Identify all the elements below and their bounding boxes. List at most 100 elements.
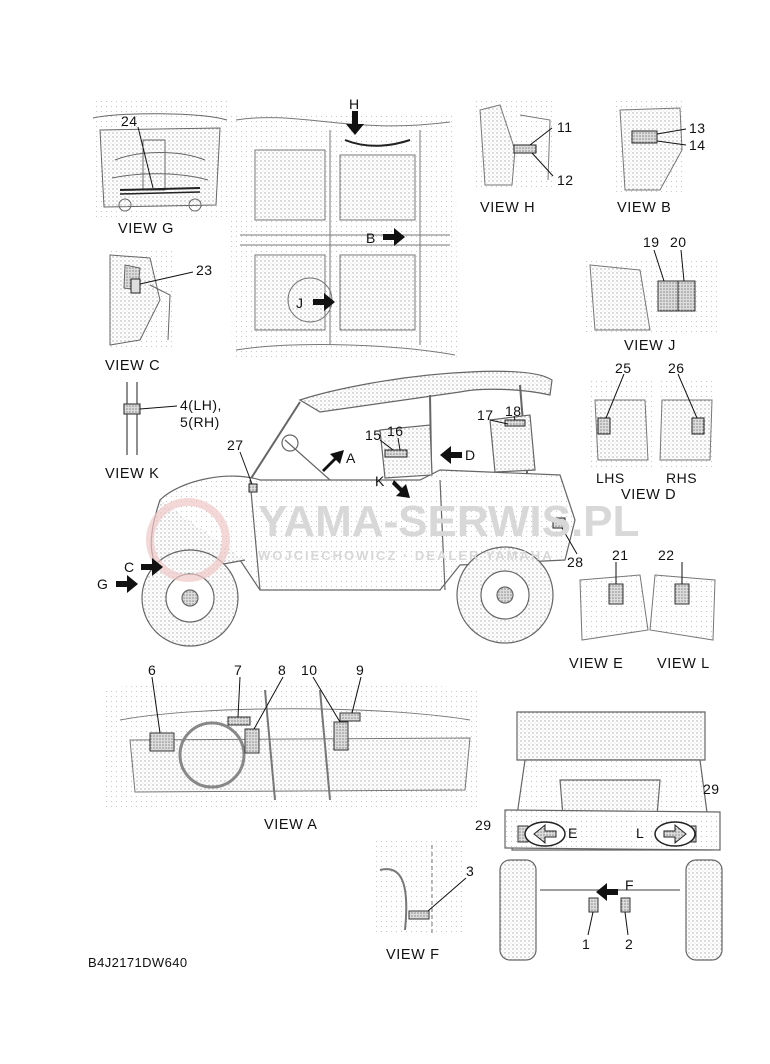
arrow-k	[392, 480, 410, 498]
view-a-illustration	[105, 682, 480, 810]
leader-3	[427, 877, 467, 912]
label-19-marker	[657, 280, 679, 312]
leader-15	[379, 439, 394, 451]
view-j-illustration	[586, 260, 718, 333]
label-9-marker	[339, 712, 361, 722]
leader-4-5	[139, 405, 178, 410]
leader-17	[489, 419, 509, 425]
arrow-c	[141, 558, 163, 576]
part-13: 13	[689, 120, 706, 136]
part-28: 28	[567, 554, 584, 570]
view-j-title: VIEW J	[624, 338, 676, 354]
label-11-12-marker	[513, 144, 537, 154]
label-15-16-marker	[384, 449, 408, 458]
view-l-illustration	[649, 574, 716, 641]
label-28-marker	[552, 517, 566, 529]
part-15: 15	[365, 427, 382, 443]
leader-12	[531, 152, 554, 177]
part-7: 7	[234, 662, 243, 678]
arrow-letter-j: J	[296, 295, 304, 311]
view-g-illustration	[92, 101, 228, 217]
part-29-left: 29	[475, 817, 492, 833]
part-25: 25	[615, 360, 632, 376]
part-21: 21	[612, 547, 629, 563]
label-7-marker	[227, 716, 251, 726]
view-c-title: VIEW C	[105, 358, 161, 374]
arrow-g	[116, 575, 138, 593]
label-8-marker	[244, 728, 260, 754]
label-3-marker	[408, 910, 430, 920]
leader-2	[624, 911, 629, 936]
view-a-title: VIEW A	[264, 817, 318, 833]
leader-24	[137, 126, 154, 189]
leader-7	[237, 676, 241, 718]
view-k-illustration	[123, 382, 141, 455]
part-16: 16	[387, 423, 404, 439]
part-23: 23	[196, 262, 213, 278]
leader-8	[253, 676, 284, 730]
view-e-illustration	[579, 574, 649, 641]
label-22-marker	[674, 583, 690, 605]
part-12: 12	[557, 172, 574, 188]
part-2: 2	[625, 936, 634, 952]
view-c-illustration	[107, 248, 172, 350]
leader-20	[680, 249, 685, 282]
label-27-marker	[248, 483, 258, 493]
arrow-a	[322, 450, 344, 472]
leader-19	[653, 249, 665, 282]
view-l-title: VIEW L	[657, 656, 710, 672]
part-29-right: 29	[703, 781, 720, 797]
view-b-title: VIEW B	[617, 200, 672, 216]
side-rhs-label: RHS	[666, 470, 698, 486]
arrow-letter-c: C	[124, 559, 135, 575]
arrow-d	[440, 446, 462, 464]
part-24: 24	[121, 113, 138, 129]
part-22: 22	[658, 547, 675, 563]
leader-9	[351, 676, 362, 714]
part-19: 19	[643, 234, 660, 250]
part-18: 18	[505, 403, 522, 419]
label-25-marker	[597, 417, 611, 435]
arrow-e	[533, 823, 557, 845]
arrow-letter-h: H	[349, 96, 360, 112]
part-5: 5(RH)	[180, 414, 220, 430]
view-g-title: VIEW G	[118, 221, 174, 237]
leader-23	[139, 271, 194, 285]
leader-11	[529, 127, 553, 146]
label-13-14-marker	[631, 130, 658, 144]
arrow-letter-f: F	[625, 877, 635, 893]
leader-13	[656, 128, 687, 135]
view-e-title: VIEW E	[569, 656, 624, 672]
arrow-letter-k: K	[375, 473, 385, 489]
part-1: 1	[582, 936, 591, 952]
view-f-illustration	[372, 840, 462, 935]
part-14: 14	[689, 137, 706, 153]
part-27: 27	[227, 437, 244, 453]
part-10: 10	[301, 662, 318, 678]
view-h-title: VIEW H	[480, 200, 536, 216]
label-17-18-marker	[504, 419, 526, 427]
view-b-illustration	[614, 101, 684, 195]
leader-26	[677, 373, 698, 419]
part-11: 11	[557, 119, 573, 135]
leader-14	[656, 140, 687, 146]
part-17: 17	[477, 407, 494, 423]
part-9: 9	[356, 662, 365, 678]
label-21-marker	[608, 583, 624, 605]
label-23-marker	[130, 278, 141, 294]
leader-28	[561, 527, 578, 555]
arrow-l	[663, 823, 687, 845]
label-2-marker	[620, 897, 631, 913]
arrow-letter-l: L	[636, 825, 645, 841]
underside-view-illustration	[230, 115, 458, 360]
arrow-b	[383, 228, 405, 246]
leader-18	[513, 415, 516, 421]
label-10-marker	[333, 721, 349, 751]
label-6-marker	[149, 732, 175, 752]
watermark-brand: YAMA-SERWIS.PL	[258, 497, 640, 546]
leader-1	[587, 911, 594, 936]
leader-10	[312, 676, 341, 723]
label-20-marker	[677, 280, 696, 312]
view-d-illustration	[590, 378, 716, 468]
part-6: 6	[148, 662, 157, 678]
